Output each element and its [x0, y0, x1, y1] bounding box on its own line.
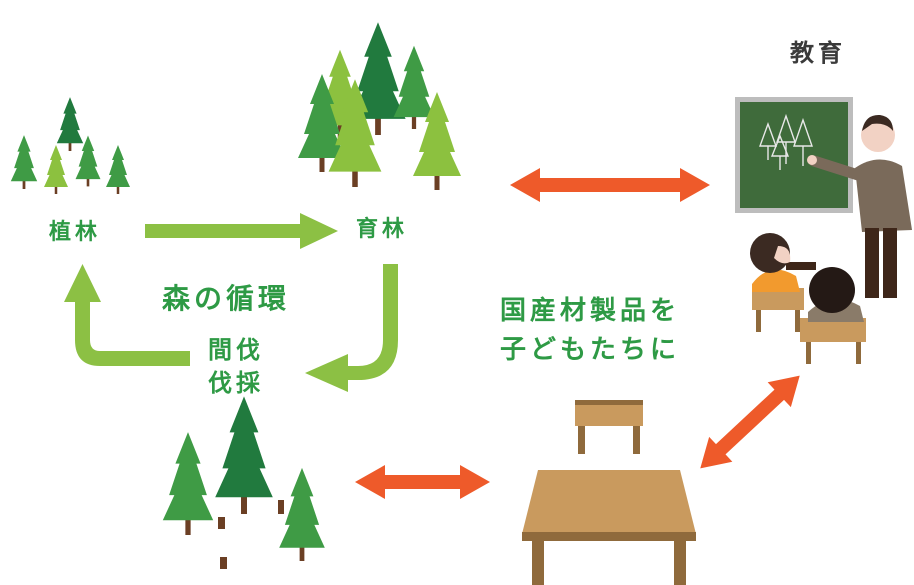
message-label-line1: 国産材製品を	[500, 296, 681, 326]
teacher-body	[855, 159, 912, 232]
chalkboard	[740, 102, 848, 208]
wooden-desk-chair-icon	[522, 400, 696, 585]
message-label-line2: 子どもたちに	[500, 335, 681, 365]
stump	[220, 557, 227, 569]
teacher-head	[861, 118, 895, 152]
planting-label: 植林	[49, 220, 102, 245]
student-body	[752, 269, 800, 292]
student-head	[750, 233, 790, 273]
chalk-trees	[759, 113, 813, 170]
cycle-arrows	[64, 213, 398, 392]
student-head	[809, 267, 855, 313]
arrow-nurturing-to-thinning	[305, 264, 398, 392]
stump	[218, 517, 225, 529]
arrow-furniture-education	[700, 375, 800, 469]
education-label: 教育	[790, 39, 846, 67]
nurturing-label: 育林	[356, 217, 409, 242]
thinning-label-line2: 伐採	[208, 369, 264, 397]
harvested-forest-icon	[162, 396, 325, 569]
stump	[278, 500, 284, 514]
student-desk	[752, 288, 804, 310]
arrow-harvest-furniture	[355, 465, 490, 499]
thinning-label-line1: 間伐	[208, 336, 264, 364]
arrow-forest-education	[510, 168, 710, 202]
teacher-hair	[862, 114, 893, 131]
forest-cycle-label: 森の循環	[162, 282, 291, 315]
exchange-arrows	[355, 168, 800, 499]
young-forest-icon	[10, 97, 130, 194]
mature-forest-icon	[298, 22, 461, 190]
arrow-planting-to-nurturing	[145, 213, 338, 249]
desk-top	[522, 470, 696, 534]
arrow-thinning-to-planting	[64, 264, 190, 366]
classroom-icon	[735, 97, 912, 364]
